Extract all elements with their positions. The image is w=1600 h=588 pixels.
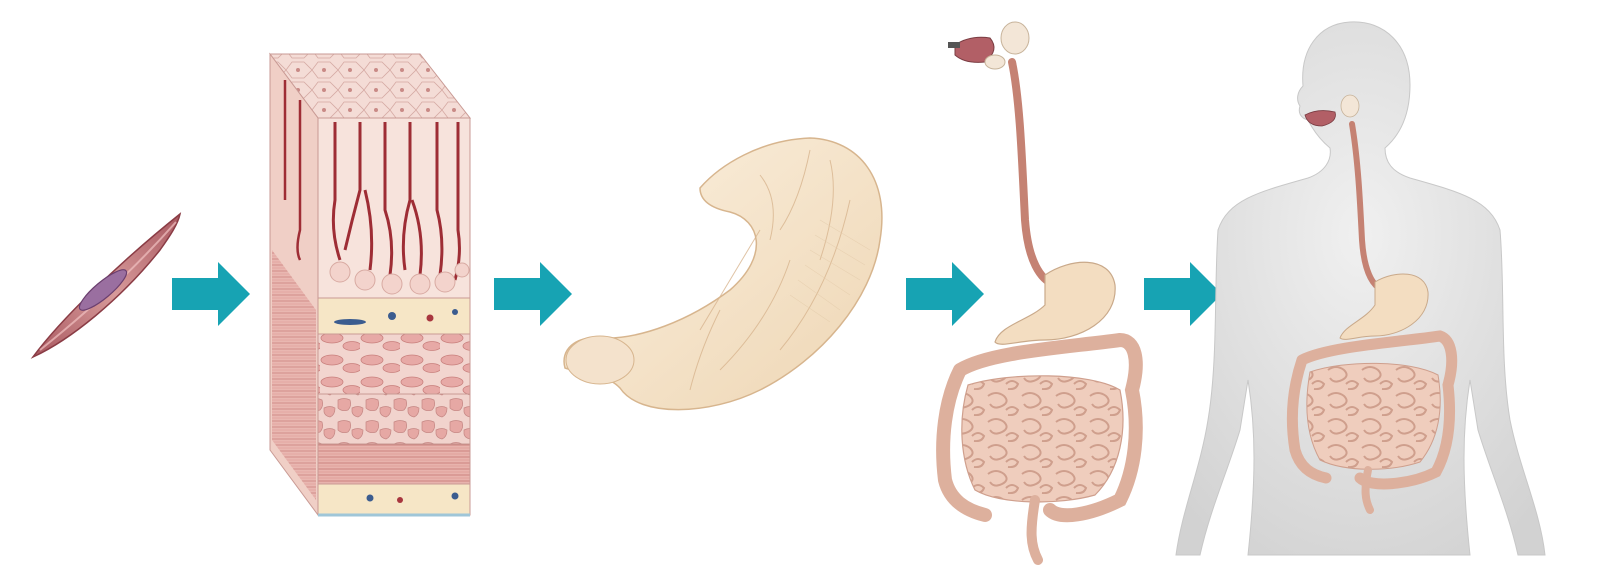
digestive-system-icon bbox=[936, 21, 1143, 565]
arrow-organ-to-system bbox=[906, 262, 984, 326]
arrow-tissue-to-organ bbox=[494, 262, 572, 326]
human-body-icon bbox=[1175, 21, 1546, 556]
arrow-cell-to-tissue bbox=[172, 262, 250, 326]
smooth-muscle-cell-icon bbox=[30, 212, 182, 359]
arrow-system-to-organism bbox=[1144, 262, 1222, 326]
stomach-wall-tissue-block-icon bbox=[269, 52, 472, 517]
stomach-organ-icon bbox=[563, 137, 883, 411]
